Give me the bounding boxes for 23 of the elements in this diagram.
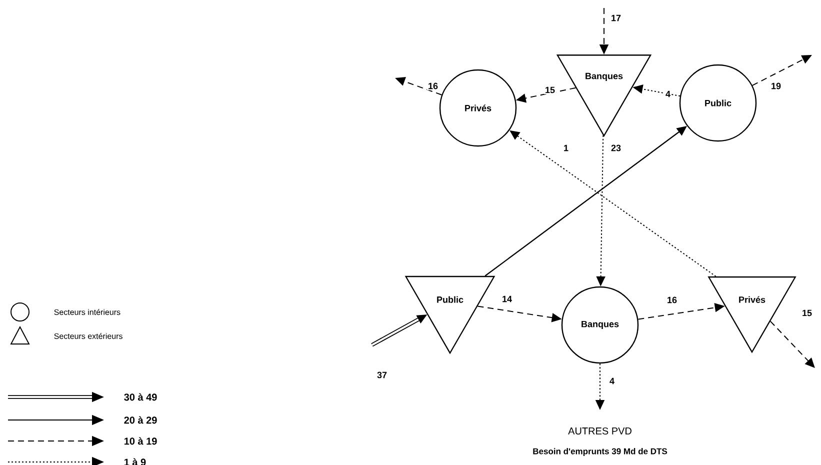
edge-label: 16 — [427, 82, 439, 90]
edge-label: 15 — [801, 308, 813, 318]
legend-text: 20 à 29 — [124, 416, 157, 424]
edge-label: 17 — [610, 14, 622, 22]
circle-node: Banques — [561, 286, 639, 364]
title: AUTRES PVD — [568, 427, 632, 435]
edge-label: 19 — [770, 82, 782, 90]
legend-text: 30 à 49 — [124, 393, 157, 401]
edge-label: 15 — [544, 86, 556, 94]
legend-text: Secteurs extérieurs — [54, 333, 122, 339]
edge-label: 4 — [664, 90, 672, 98]
edge-label: 16 — [666, 296, 678, 304]
edge-label: 14 — [501, 294, 513, 304]
edge-label: 4 — [608, 376, 616, 386]
legend-text: Secteurs intérieurs — [54, 309, 120, 315]
circle-node: Privés — [439, 69, 517, 147]
edge-label: 37 — [376, 370, 388, 380]
arrow — [770, 320, 815, 368]
edge-label: 1 — [562, 144, 570, 152]
circle-node: Public — [679, 64, 757, 142]
caption: Besoin d'emprunts 39 Md de DTS — [533, 448, 668, 456]
legend-text: 10 à 19 — [124, 437, 157, 445]
edge-label: 23 — [610, 144, 622, 152]
